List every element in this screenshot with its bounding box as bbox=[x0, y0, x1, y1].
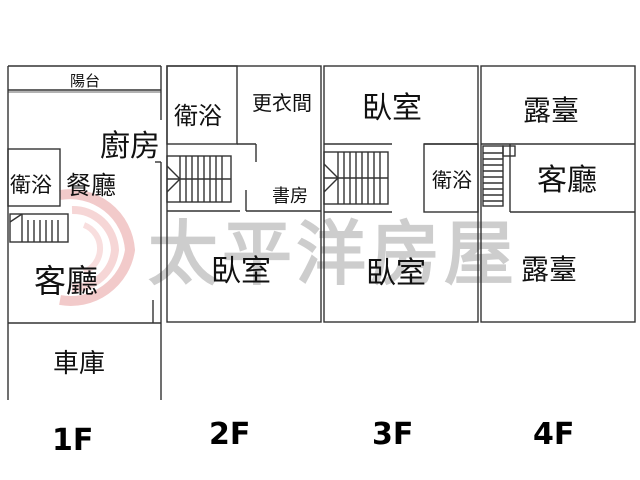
room-living: 客廳 bbox=[34, 262, 98, 300]
floor-1f bbox=[7, 65, 162, 400]
stairs-2f bbox=[166, 155, 232, 203]
stairs-3f bbox=[323, 151, 389, 205]
floor-label-3f: 3F bbox=[372, 417, 413, 452]
floor-3f bbox=[323, 65, 479, 323]
room-bath: 衛浴 bbox=[174, 102, 222, 130]
room-terrace-bottom: 露臺 bbox=[521, 253, 577, 286]
room-study: 書房 bbox=[272, 186, 308, 207]
room-closet: 更衣間 bbox=[252, 91, 312, 115]
floor-label-2f: 2F bbox=[209, 417, 250, 452]
stairs-4f bbox=[482, 145, 516, 207]
room-living: 客廳 bbox=[537, 163, 597, 198]
watermark-logo-icon bbox=[59, 189, 136, 306]
room-bedroom-bottom: 臥室 bbox=[366, 256, 426, 291]
room-balcony: 陽台 bbox=[70, 72, 100, 90]
room-dining: 餐廳 bbox=[66, 171, 116, 200]
room-garage: 車庫 bbox=[53, 349, 105, 379]
floor-label-4f: 4F bbox=[533, 417, 574, 452]
room-kitchen: 廚房 bbox=[100, 129, 160, 164]
watermark-text: 太平洋房屋 bbox=[148, 212, 518, 295]
room-bath: 衛浴 bbox=[10, 173, 52, 197]
floor-4f bbox=[480, 65, 636, 323]
floor-label-1f: 1F bbox=[52, 423, 93, 458]
room-bedroom: 臥室 bbox=[211, 254, 271, 289]
room-terrace-top: 露臺 bbox=[523, 94, 579, 127]
stairs-1f bbox=[9, 213, 69, 243]
watermark: 太平洋房屋 bbox=[59, 189, 518, 306]
room-bedroom-top: 臥室 bbox=[362, 91, 422, 126]
floor-2f bbox=[166, 65, 322, 323]
room-bath: 衛浴 bbox=[432, 168, 472, 192]
